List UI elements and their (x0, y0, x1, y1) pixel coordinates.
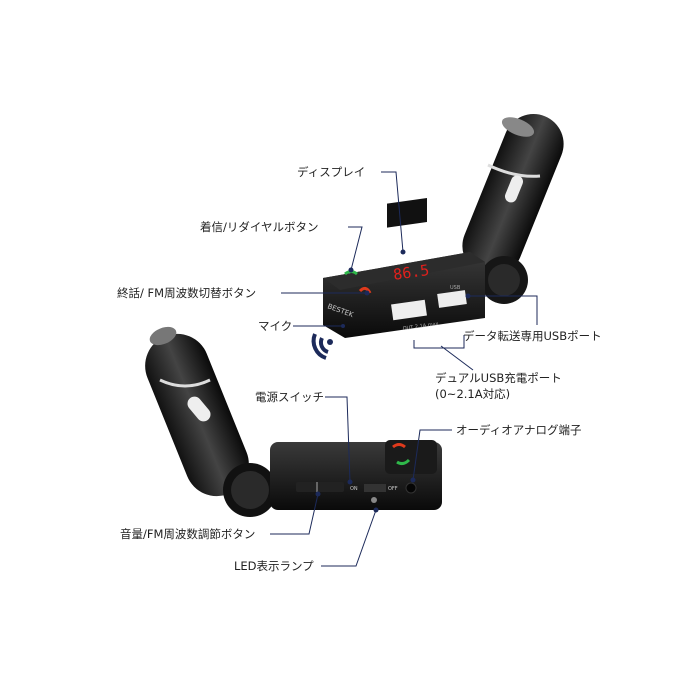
label-audio-jack: オーディオアナログ端子 (456, 423, 582, 437)
led-lamp (371, 497, 377, 503)
bluetooth-signal-icon (311, 333, 333, 360)
usb-data-port[interactable] (437, 290, 467, 308)
usb-charge-port[interactable] (391, 299, 427, 321)
label-power-switch: 電源スイッチ (255, 390, 324, 404)
leader-dots (315, 249, 471, 513)
switch-on-print: ON (350, 486, 358, 492)
leader-lines (270, 171, 538, 567)
label-volume-fm-button: 音量/FM周波数調節ボタン (120, 527, 256, 541)
label-call-redial-button: 着信/リダイヤルボタン (200, 220, 319, 234)
usb-print: USB (450, 285, 461, 291)
end-call-button-icon (392, 443, 406, 449)
label-display: ディスプレイ (297, 165, 366, 179)
label-data-usb-port: データ転送専用USBポート (463, 329, 602, 343)
end-call-button-icon (358, 286, 372, 294)
call-button-icon (396, 458, 411, 466)
top-transmitter-body: 86.5 BESTEK USB OUT 2.1A max (323, 197, 485, 338)
label-led-lamp: LED表示ランプ (234, 559, 314, 573)
audio-jack[interactable] (405, 482, 417, 494)
label-end-fm-switch-button: 終話/ FM周波数切替ボタン (117, 286, 257, 300)
top-car-plug (462, 114, 564, 304)
out-print: OUT 2.1A max (402, 321, 439, 332)
label-dual-usb-spec: (0~2.1A対応) (435, 387, 511, 401)
bottom-car-plug (145, 326, 277, 517)
label-mic: マイク (258, 319, 293, 333)
display-reading: 86.5 (392, 261, 430, 284)
switch-off-print: OFF (388, 486, 398, 492)
label-dual-usb-port: デュアルUSB充電ポート (435, 371, 562, 385)
bottom-transmitter-body: ON OFF (270, 440, 442, 510)
volume-buttons[interactable] (296, 482, 344, 492)
power-switch[interactable] (364, 484, 386, 492)
